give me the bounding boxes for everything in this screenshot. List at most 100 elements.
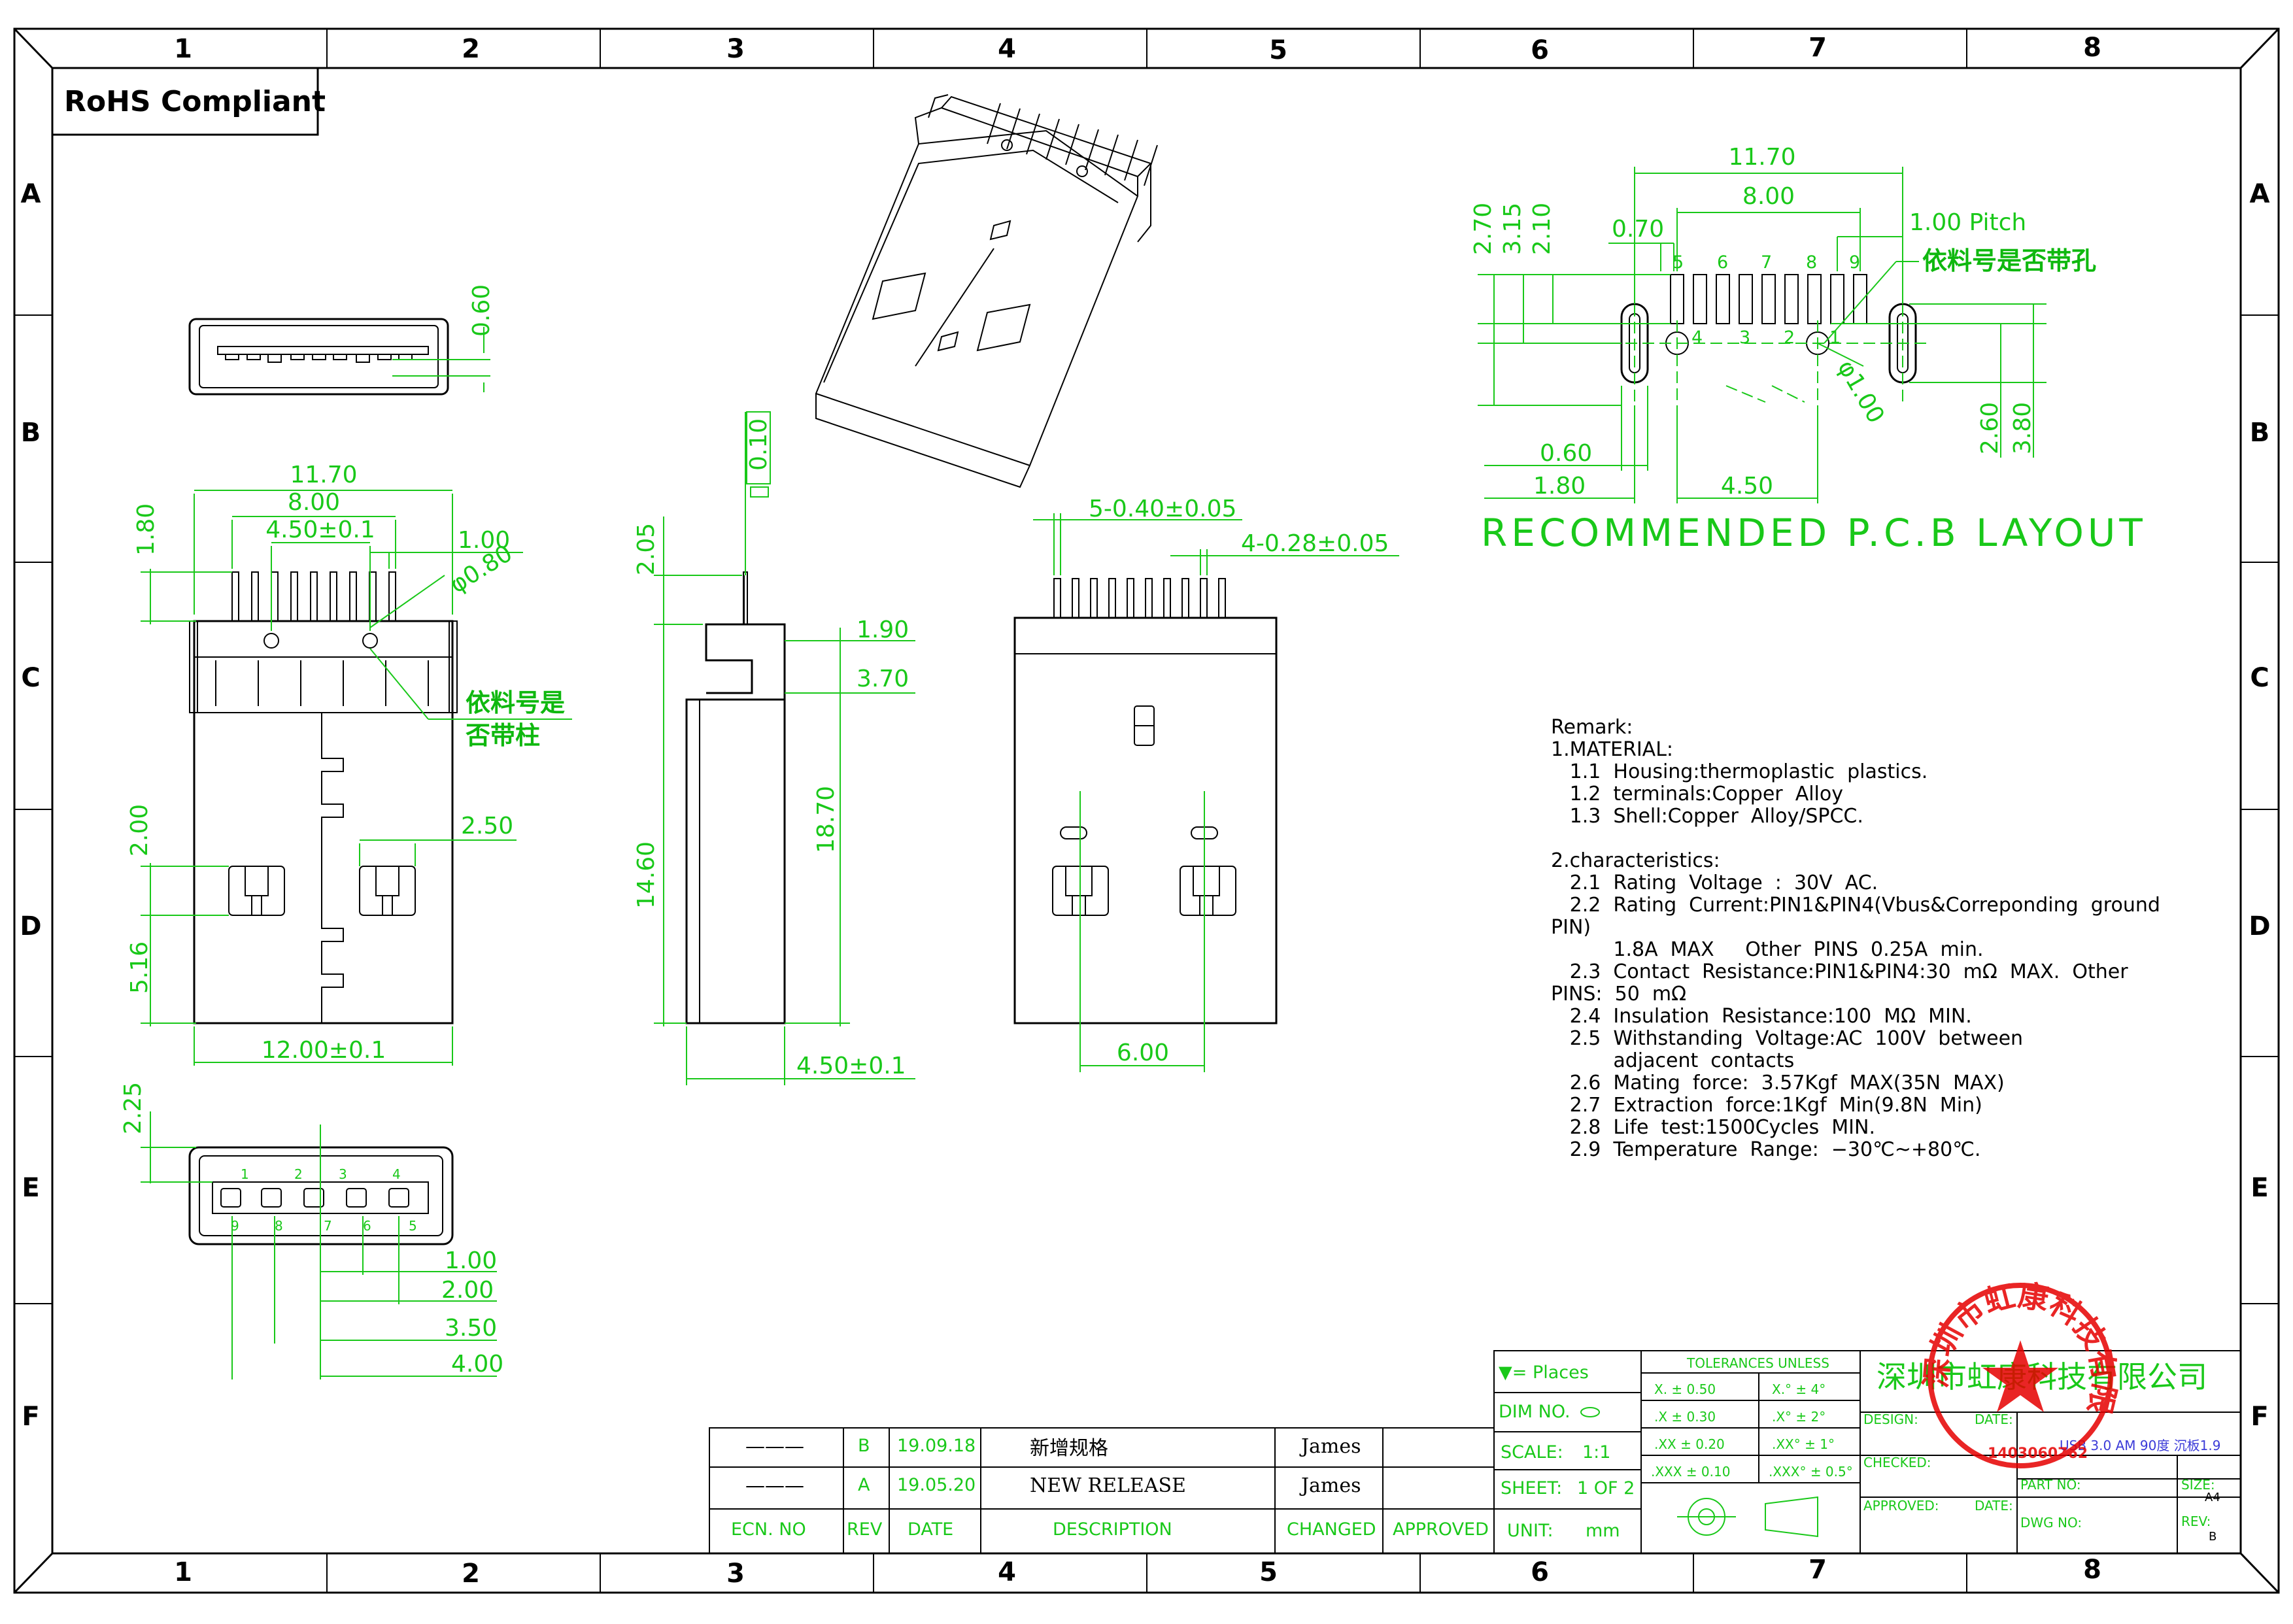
grid-row-d-right: D	[2249, 911, 2270, 941]
title-scale-label: SCALE:	[1501, 1442, 1563, 1463]
isometric-view	[815, 94, 1158, 488]
grid-col-6: 6	[1531, 35, 1549, 65]
remark-line-12: PINS: 50 mΩ	[1551, 983, 1686, 1006]
end-pin-2: 2	[294, 1166, 303, 1182]
front-dim-window-width: 2.50	[461, 813, 513, 839]
top-view: 0.60	[188, 284, 495, 396]
pcb-dim-h3: 2.10	[1529, 203, 1555, 255]
end-pin-5: 5	[409, 1218, 417, 1234]
title-unit-value: mm	[1586, 1521, 1620, 1541]
grid-row-a-right: A	[2250, 179, 2270, 209]
rev-row2-description: NEW RELEASE	[1030, 1474, 1186, 1497]
pcb-dim-hole-dia: φ1.00	[1832, 356, 1889, 428]
remark-line-11: 2.3 Contact Resistance:PIN1&PIN4:30 mΩ M…	[1551, 960, 2128, 983]
front-note-line2: 否带柱	[466, 721, 540, 750]
grid-row-e-right: E	[2251, 1173, 2268, 1203]
tol-angular-0: X.° ± 4°	[1772, 1381, 1826, 1397]
grid-col-2-bottom: 2	[462, 1559, 480, 1589]
rear-view: 5-0.40±0.05 4-0.28±0.05 6.00	[1013, 496, 1399, 1072]
rev-row2-ecn: ———	[745, 1474, 804, 1497]
grid-row-f-right: F	[2251, 1402, 2268, 1432]
grid-col-7-bottom: 7	[1809, 1555, 1827, 1585]
title-rev-value: B	[2209, 1530, 2217, 1544]
rev-header-date: DATE	[908, 1519, 953, 1540]
remark-line-0: Remark:	[1551, 716, 1633, 739]
rev-header-changed: CHANGED	[1287, 1519, 1376, 1540]
grid-col-8-bottom: 8	[2083, 1555, 2101, 1585]
title-size-label: SIZE:	[2181, 1477, 2215, 1493]
title-dwg-no-label: DWG NO:	[2020, 1515, 2082, 1531]
grid-row-b-right: B	[2250, 418, 2270, 448]
title-sheet-label: SHEET:	[1501, 1478, 1562, 1498]
end-pin-1: 1	[241, 1166, 249, 1182]
projection-symbol-icon	[1677, 1496, 1818, 1538]
rev-row1-description: 新增规格	[1030, 1437, 1108, 1460]
grid-col-8: 8	[2083, 33, 2101, 63]
front-dim-overall-width: 11.70	[290, 462, 357, 488]
title-design-label: DESIGN:	[1863, 1412, 1918, 1427]
title-rev-label: REV:	[2181, 1514, 2211, 1529]
front-dim-pin-length: 1.80	[133, 503, 160, 556]
remark-line-2: 1.1 Housing:thermoplastic plastics.	[1551, 760, 1928, 783]
remark-line-16: 2.6 Mating force: 3.57Kgf MAX(35N MAX)	[1551, 1072, 2005, 1094]
side-view: 0.10 2.05 1.90 3.70 14.60 18.70 4.50±0.1	[633, 411, 915, 1085]
pcb-pin-9: 9	[1849, 252, 1860, 273]
rev-row1-date: 19.09.18	[897, 1436, 976, 1456]
rear-dim-narrow-pins: 4-0.28±0.05	[1241, 530, 1389, 557]
tol-linear-0: X. ± 0.50	[1654, 1381, 1716, 1397]
pcb-dim-pad-offset: 0.70	[1612, 216, 1664, 243]
front-dim-post-span: 4.50±0.1	[265, 516, 375, 543]
eye-icon	[1580, 1407, 1600, 1417]
grid-col-5: 5	[1269, 35, 1287, 65]
front-dim-body-width: 12.00±0.1	[262, 1037, 386, 1064]
remark-line-4: 1.3 Shell:Copper Alloy/SPCC.	[1551, 805, 1863, 828]
end-pin-9: 9	[231, 1218, 239, 1234]
title-unit-label: UNIT:	[1507, 1521, 1554, 1541]
company-seal-stamp: 深圳市虹康科技有限公司 1403060762	[0, 0, 2123, 1468]
remark-block: Remark: 1.MATERIAL: 1.1 Housing:thermopl…	[1551, 716, 2160, 1161]
pcb-pin-6: 6	[1717, 252, 1728, 273]
pcb-dim-span: 8.00	[1742, 183, 1795, 210]
pcb-dim-hole-span: 4.50	[1721, 473, 1773, 499]
rev-row1-changed: James	[1299, 1435, 1361, 1458]
end-dim-1: 1.00	[445, 1247, 497, 1274]
remark-line-17: 2.7 Extraction force:1Kgf Min(9.8N Min)	[1551, 1094, 1982, 1117]
side-dim-lead: 2.05	[633, 523, 660, 575]
remark-line-19: 2.9 Temperature Range: −30℃~+80℃.	[1551, 1138, 1980, 1161]
grid-col-4-bottom: 4	[998, 1557, 1016, 1587]
pcb-dim-h1: 2.70	[1470, 203, 1497, 255]
grid-col-7: 7	[1809, 33, 1827, 63]
pcb-pin-2: 2	[1784, 328, 1795, 348]
seal-number: 1403060762	[1988, 1446, 2088, 1462]
pcb-pin-5: 5	[1673, 252, 1684, 273]
title-approved-label: APPROVED:	[1863, 1498, 1939, 1514]
rev-header-approved: APPROVED	[1393, 1519, 1489, 1540]
grid-col-2: 2	[462, 34, 480, 64]
tol-linear-1: .X ± 0.30	[1654, 1409, 1716, 1425]
pcb-dim-pitch: 1.00 Pitch	[1909, 209, 2026, 236]
end-dim-2: 2.00	[441, 1277, 494, 1304]
remark-line-18: 2.8 Life test:1500Cycles MIN.	[1551, 1116, 1875, 1139]
remark-line-14: 2.5 Withstanding Voltage:AC 100V between	[1551, 1027, 2023, 1050]
end-view: 2.25 1.00 2.00 3.50 4.00 1 2 3 4 9 8 7 6…	[120, 1082, 503, 1379]
remark-line-13: 2.4 Insulation Resistance:100 MΩ MIN.	[1551, 1005, 1972, 1028]
grid-row-a: A	[21, 179, 41, 209]
tol-angular-1: .X° ± 2°	[1772, 1409, 1826, 1425]
front-note-line1: 依料号是	[466, 688, 565, 717]
end-dim-top-offset: 2.25	[120, 1082, 146, 1134]
tol-linear-3: .XXX ± 0.10	[1651, 1464, 1730, 1480]
rev-header-description: DESCRIPTION	[1053, 1519, 1172, 1540]
title-places: ▼= Places	[1499, 1362, 1589, 1383]
remark-line-10: 1.8A MAX Other PINS 0.25A min.	[1551, 938, 1984, 961]
rev-row1-rev: B	[858, 1436, 870, 1456]
grid-col-3: 3	[726, 34, 745, 64]
remark-line-9: PIN)	[1551, 916, 1591, 939]
side-dim-depth: 4.50±0.1	[796, 1053, 906, 1079]
pcb-dim-slot-h: 2.60	[1977, 402, 2003, 454]
front-view: 11.70 8.00 4.50±0.1 1.00 φ0.80 1.80 2.50…	[126, 462, 572, 1066]
title-date-label-2: DATE:	[1975, 1498, 2013, 1514]
grid-col-3-bottom: 3	[726, 1559, 745, 1589]
front-dim-pin-span: 8.00	[288, 489, 340, 516]
